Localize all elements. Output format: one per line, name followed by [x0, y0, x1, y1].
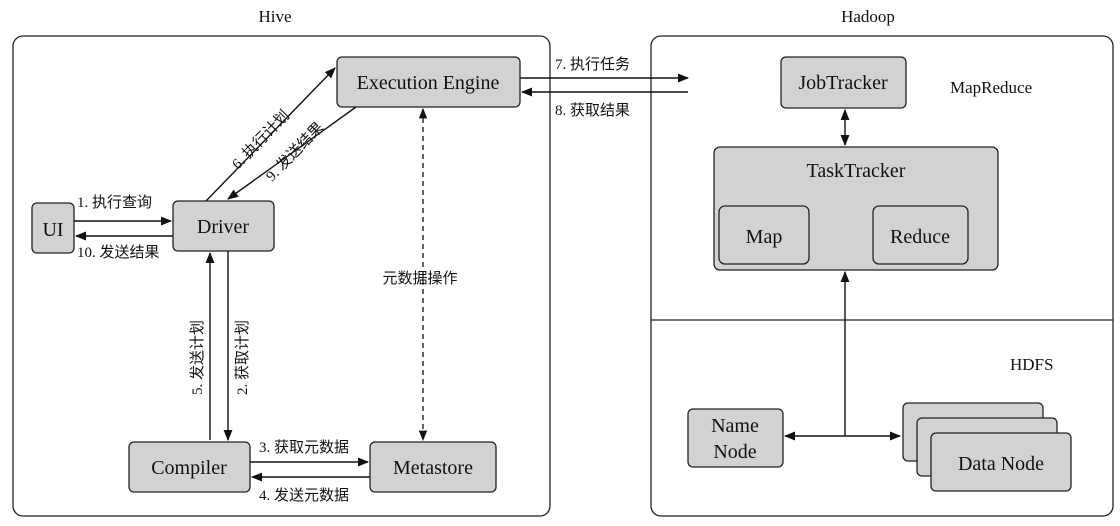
namenode-label-line1: Name	[711, 415, 759, 437]
tasktracker-label: TaskTracker	[807, 160, 906, 182]
edge-label-4: 4. 发送元数据	[259, 487, 349, 504]
ui-box	[31, 202, 75, 254]
compiler-box	[128, 441, 251, 493]
driver-box	[172, 200, 275, 252]
namenode-label-line2: Node	[713, 441, 756, 463]
edge-label-3: 3. 获取元数据	[259, 439, 349, 456]
hive-title: Hive	[258, 7, 291, 26]
reduce-box	[872, 205, 969, 265]
datanode-box-front	[930, 432, 1072, 492]
metastore-label: Metastore	[393, 457, 473, 479]
edge-engine-to-driver	[227, 106, 357, 200]
edge-label-meta-ops: 元数据操作	[382, 270, 457, 287]
metastore-box	[369, 441, 497, 493]
edge-label-2: 2. 获取计划	[234, 320, 251, 395]
driver-label: Driver	[197, 216, 250, 238]
edge-label-5: 5. 发送计划	[189, 320, 206, 395]
hive-panel	[12, 35, 551, 517]
execution-engine-label: Execution Engine	[357, 72, 500, 94]
namenode-box	[687, 408, 784, 468]
edge-label-7: 7. 执行任务	[555, 56, 630, 73]
mapreduce-label: MapReduce	[950, 78, 1032, 97]
hadoop-title: Hadoop	[841, 7, 895, 26]
edge-label-1: 1. 执行查询	[77, 194, 152, 211]
map-label: Map	[746, 226, 783, 248]
jobtracker-label: JobTracker	[798, 72, 888, 94]
map-box	[718, 205, 810, 265]
hdfs-label: HDFS	[1010, 355, 1053, 374]
edge-label-8: 8. 获取结果	[555, 102, 630, 119]
execution-engine-box	[336, 56, 521, 108]
compiler-label: Compiler	[151, 457, 227, 479]
reduce-label: Reduce	[890, 226, 950, 248]
edge-driver-to-engine	[205, 67, 336, 202]
datanode-label: Data Node	[958, 453, 1044, 475]
ui-label: UI	[42, 219, 63, 241]
jobtracker-box	[780, 56, 907, 109]
edge-label-10: 10. 发送结果	[77, 244, 160, 261]
